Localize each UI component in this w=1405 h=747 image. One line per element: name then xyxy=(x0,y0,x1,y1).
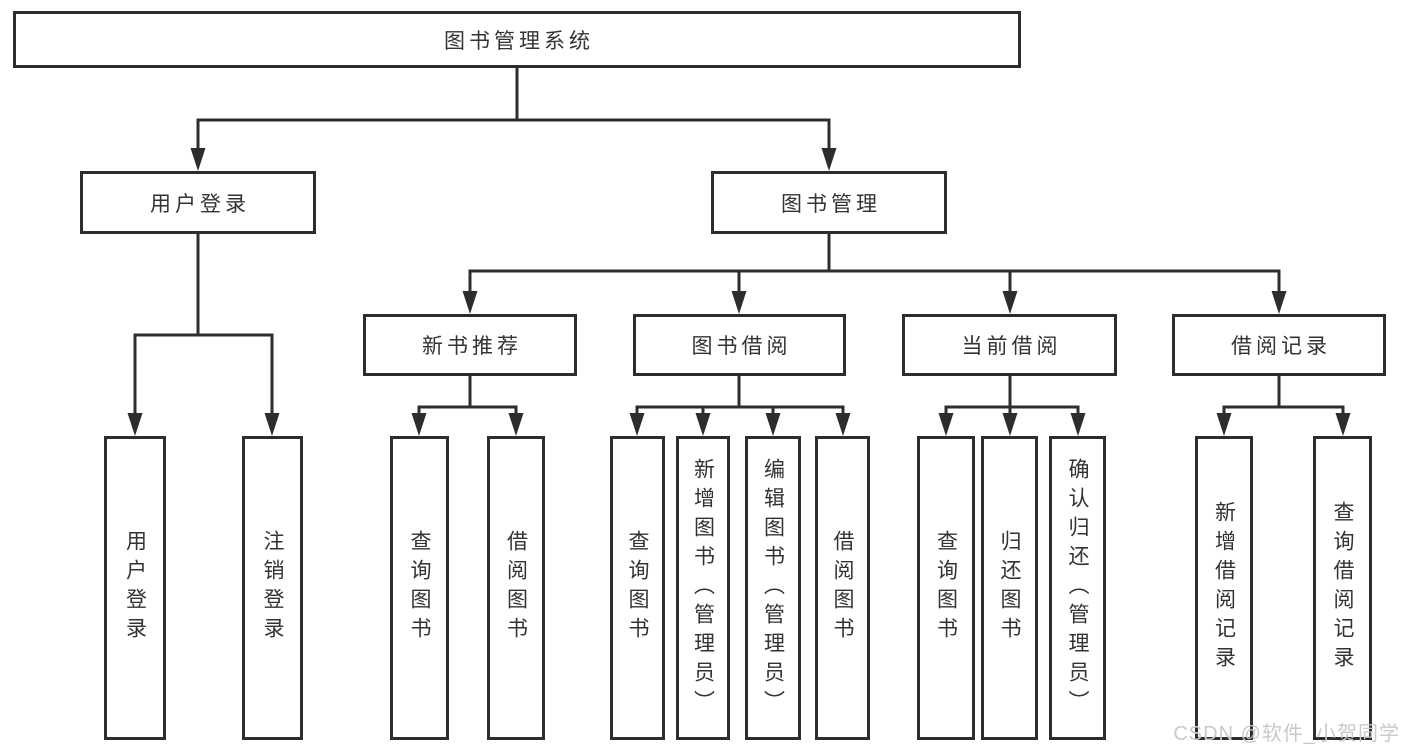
leaf-add-book-admin: 新增图书（管理员） xyxy=(676,436,730,740)
node-new-book-recommend: 新书推荐 xyxy=(363,314,577,376)
leaf-add-borrow-record: 新增借阅记录 xyxy=(1195,436,1253,740)
leaf-add-book-admin-label: 新增图书（管理员） xyxy=(691,457,715,719)
node-book-borrow-label: 图书借阅 xyxy=(691,335,792,358)
node-root-label: 图书管理系统 xyxy=(444,29,594,53)
node-current-borrow-label: 当前借阅 xyxy=(961,335,1062,358)
leaf-query-books-borrow: 查询图书 xyxy=(610,436,665,740)
leaf-edit-book-admin: 编辑图书（管理员） xyxy=(745,436,801,740)
leaf-query-borrow-record: 查询借阅记录 xyxy=(1313,436,1372,740)
leaf-query-books-recommend-label: 查询图书 xyxy=(408,530,432,646)
node-root: 图书管理系统 xyxy=(13,11,1021,68)
node-book-management: 图书管理 xyxy=(711,171,947,234)
node-current-borrow: 当前借阅 xyxy=(902,314,1117,376)
node-borrow-records-label: 借阅记录 xyxy=(1231,335,1331,358)
node-user-login-label: 用户登录 xyxy=(150,192,250,216)
leaf-borrow-books-label: 借阅图书 xyxy=(831,530,855,646)
leaf-query-books-recommend: 查询图书 xyxy=(390,436,449,740)
watermark: CSDN @软件_小贺同学 xyxy=(1173,723,1400,745)
leaf-borrow-books-recommend-label: 借阅图书 xyxy=(504,530,528,646)
leaf-query-books-current: 查询图书 xyxy=(917,436,975,740)
leaf-add-borrow-record-label: 新增借阅记录 xyxy=(1212,501,1236,675)
node-new-book-recommend-label: 新书推荐 xyxy=(422,335,522,358)
node-user-login: 用户登录 xyxy=(80,171,316,234)
leaf-return-book: 归还图书 xyxy=(981,436,1038,740)
leaf-borrow-books-recommend: 借阅图书 xyxy=(487,436,545,740)
leaf-confirm-return-admin-label: 确认归还（管理员） xyxy=(1066,457,1090,719)
leaf-logout-label: 注销登录 xyxy=(261,530,285,646)
leaf-user-login-label: 用户登录 xyxy=(123,530,147,646)
node-book-management-label: 图书管理 xyxy=(781,192,881,216)
leaf-logout: 注销登录 xyxy=(242,436,303,740)
leaf-return-book-label: 归还图书 xyxy=(998,530,1022,646)
node-book-borrow: 图书借阅 xyxy=(633,314,846,376)
leaf-query-books-borrow-label: 查询图书 xyxy=(626,530,650,646)
leaf-borrow-books: 借阅图书 xyxy=(815,436,870,740)
leaf-confirm-return-admin: 确认归还（管理员） xyxy=(1049,436,1106,740)
leaf-query-books-current-label: 查询图书 xyxy=(934,530,958,646)
leaf-user-login: 用户登录 xyxy=(104,436,166,740)
leaf-query-borrow-record-label: 查询借阅记录 xyxy=(1331,501,1355,675)
leaf-edit-book-admin-label: 编辑图书（管理员） xyxy=(761,457,785,719)
node-borrow-records: 借阅记录 xyxy=(1172,314,1386,376)
